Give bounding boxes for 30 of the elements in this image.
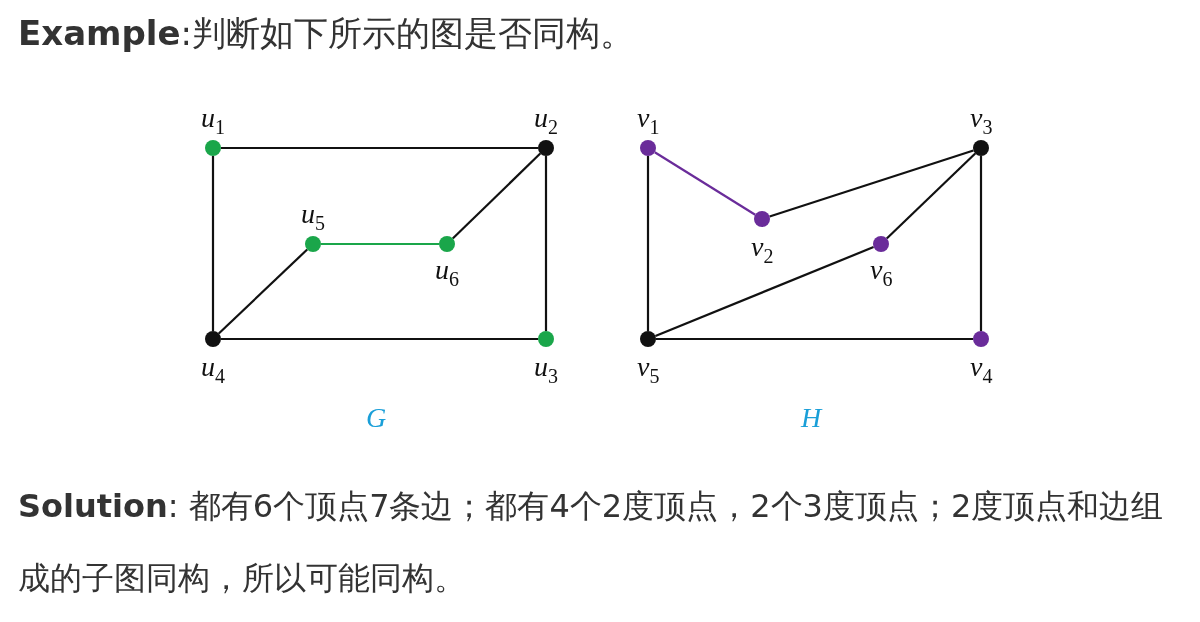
vertex-label: v$_{3}$ (970, 103, 993, 137)
graph-edge (655, 246, 874, 337)
graph-edge (451, 152, 542, 240)
vertex-label: u$_{4}$ (201, 352, 225, 386)
vertex-label: v$_{5}$ (637, 352, 660, 386)
graph-edge (654, 151, 756, 216)
graph-edge (211, 156, 215, 331)
vertex-label: u$_{2}$ (534, 103, 558, 137)
graph-edge (656, 337, 973, 341)
vertex-label: u$_{5}$ (301, 199, 325, 233)
vertex-label: v$_{4}$ (970, 352, 993, 386)
vertex-label: u$_{1}$ (201, 103, 225, 137)
vertex-label: v$_{1}$ (637, 103, 660, 137)
vertex-label: v$_{6}$ (870, 255, 893, 289)
graph-edge (646, 156, 650, 331)
vertex-label: v$_{2}$ (751, 232, 774, 266)
graph-edge (769, 149, 974, 218)
title: Example:判断如下所示的图是否同构。 (18, 12, 635, 55)
graph-edge (544, 156, 548, 331)
graph-name: H (801, 402, 822, 434)
graph-edge (979, 156, 983, 331)
graph-edge (221, 337, 538, 341)
graph-edge (218, 248, 308, 335)
graph-edge (221, 146, 538, 150)
graph-edge (321, 242, 439, 246)
graph-name: G (366, 402, 387, 434)
solution-text: Solution: 都有6个顶点7条边；都有4个2度顶点，2个3度顶点；2度顶点和边组成的子图同构，所以可能同构。 (18, 486, 1165, 599)
graph-edge (886, 152, 976, 240)
vertex-label: u$_{3}$ (534, 352, 558, 386)
vertex-label: u$_{6}$ (435, 255, 459, 289)
